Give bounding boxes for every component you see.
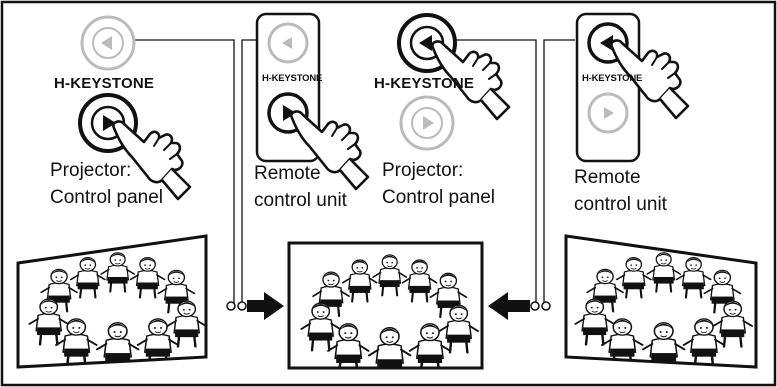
remote-h-keystone-label: H-KEYSTONE [262,73,323,84]
left-triangle-icon [282,37,292,49]
caption-line-2: Control panel [382,187,496,208]
right-triangle-icon [283,105,296,121]
arrow-left-icon [488,292,551,320]
left-triangle-icon [600,35,613,51]
arrow-right-icon [226,292,284,320]
connector-lines [135,39,575,304]
caption-line-1: Remote [254,163,321,184]
left-triangle-icon [419,35,432,51]
caption-line-2: control unit [574,194,667,215]
caption-line-1: Remote [574,167,641,188]
projector-right-panel [397,13,511,151]
caption-line-1: Projector: [382,160,464,181]
right-triangle-icon [103,115,116,131]
remote-right-unit [575,12,690,163]
remote-left-unit [255,12,370,191]
h-keystone-label: H-KEYSTONE [54,75,155,92]
caption-line-2: Control panel [50,187,164,208]
left-triangle-icon [101,36,112,50]
remote-h-keystone-label: H-KEYSTONE [582,73,643,84]
screen-center-corrected [287,241,484,370]
screen-right-keystoned [564,234,758,369]
caption-line-2: control unit [254,190,347,211]
screen-left-keystoned [16,234,208,369]
projector-left-panel [78,15,192,201]
right-triangle-icon [423,116,434,130]
h-keystone-label: H-KEYSTONE [374,75,475,92]
right-triangle-icon [604,107,614,119]
caption-line-1: Projector: [50,160,132,181]
